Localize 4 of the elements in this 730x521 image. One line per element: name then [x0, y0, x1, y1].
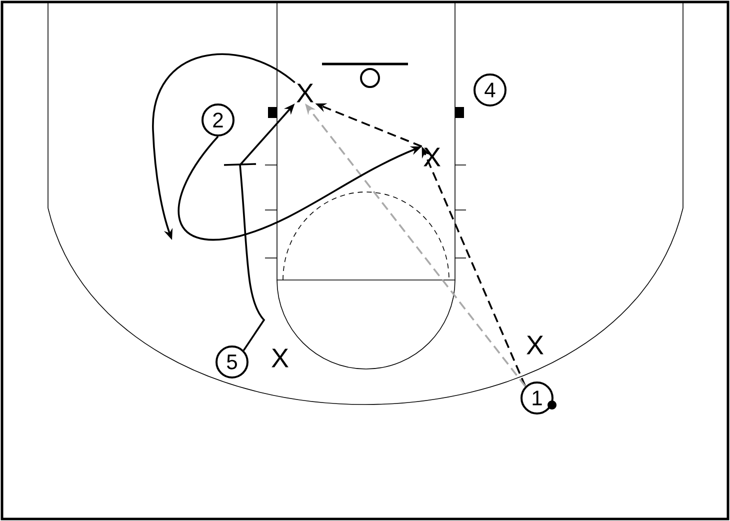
- defender-mark: X: [272, 348, 288, 368]
- defender-mark: X: [424, 148, 440, 166]
- defender-mark: X: [526, 336, 544, 354]
- defender-mark: X: [296, 84, 314, 102]
